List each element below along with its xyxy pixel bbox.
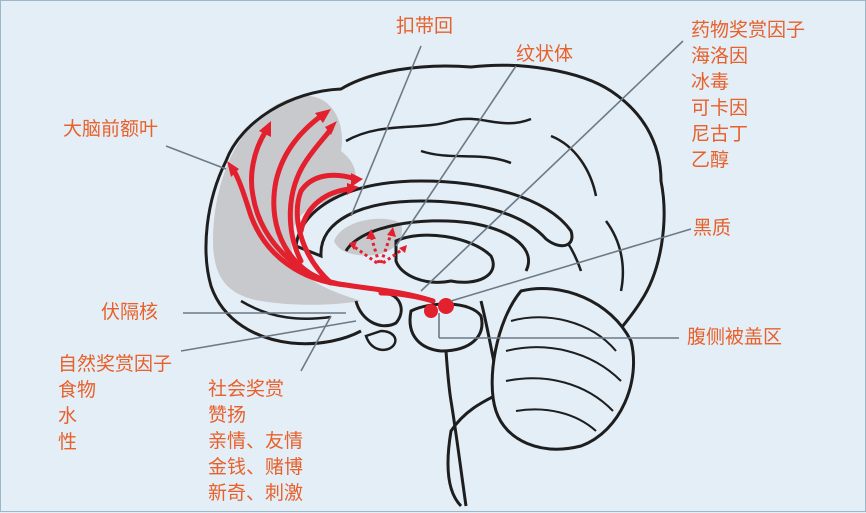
social-reward-item: 新奇、刺激 <box>208 480 303 506</box>
label-prefrontal: 大脑前额叶 <box>63 116 158 142</box>
drug-reward-item: 海洛因 <box>691 43 805 69</box>
social-reward-item: 金钱、赌博 <box>208 454 303 480</box>
label-striatum: 纹状体 <box>516 41 573 67</box>
drug-rewards-heading: 药物奖赏因子 <box>691 17 805 43</box>
social-reward-item: 赞扬 <box>208 402 303 428</box>
natural-reward-item: 性 <box>58 429 172 455</box>
natural-reward-item: 食物 <box>58 377 172 403</box>
social-rewards-list: 社会奖赏 赞扬 亲情、友情 金钱、赌博 新奇、刺激 <box>208 376 303 506</box>
natural-reward-item: 水 <box>58 403 172 429</box>
social-rewards-heading: 社会奖赏 <box>208 376 303 402</box>
label-cingulate: 扣带回 <box>396 13 453 39</box>
hypothalamus <box>356 293 401 326</box>
drug-reward-item: 尼古丁 <box>691 121 805 147</box>
drug-reward-item: 可卡因 <box>691 95 805 121</box>
label-nucleus-accumbens: 伏隔核 <box>101 299 158 325</box>
vta-dot <box>424 304 438 318</box>
pituitary <box>366 331 395 350</box>
label-substantia-nigra: 黑质 <box>693 215 731 241</box>
cerebellum <box>492 288 633 449</box>
natural-rewards-list: 自然奖赏因子 食物 水 性 <box>58 351 172 455</box>
drug-reward-item: 乙醇 <box>691 147 805 173</box>
drug-reward-item: 冰毒 <box>691 69 805 95</box>
natural-rewards-heading: 自然奖赏因子 <box>58 351 172 377</box>
label-vta: 腹侧被盖区 <box>687 324 782 350</box>
drug-rewards-list: 药物奖赏因子 海洛因 冰毒 可卡因 尼古丁 乙醇 <box>691 17 805 173</box>
thalamus <box>396 235 493 282</box>
social-reward-item: 亲情、友情 <box>208 428 303 454</box>
